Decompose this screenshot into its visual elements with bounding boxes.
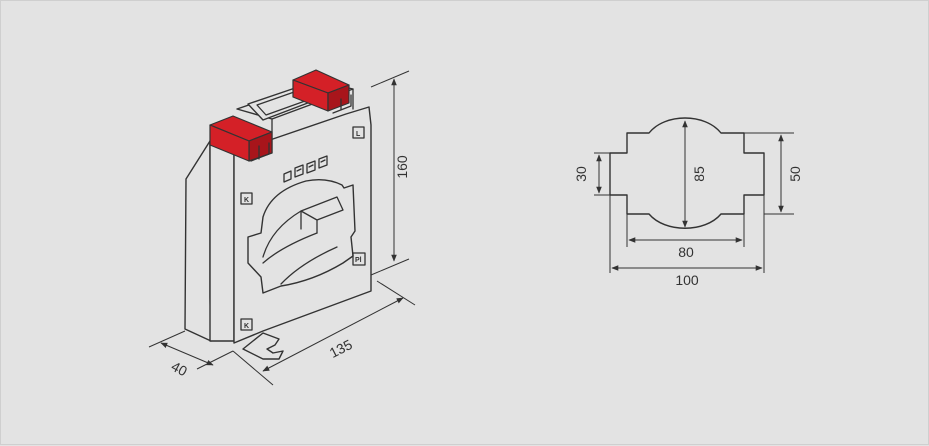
section-dimension-step-30: 30 <box>573 152 610 196</box>
opening-inner-curve <box>262 210 338 285</box>
marking-bottom-right-text: Pl <box>355 257 362 264</box>
transformer-middle-layer <box>209 140 235 342</box>
section-dimension-height-85: 85 <box>682 120 707 228</box>
dimension-depth-label: 40 <box>169 358 190 380</box>
dimension-width-label: 135 <box>327 336 355 361</box>
marking-bottom-left-text: K <box>244 323 249 330</box>
marking-left-text: K <box>244 197 249 204</box>
dimension-30-label: 30 <box>573 166 589 182</box>
iso-dimension-height: 160 <box>370 70 410 276</box>
section-dimension-step-50: 50 <box>744 132 803 215</box>
marking-top-right-text: L <box>356 131 361 138</box>
dimension-80-label: 80 <box>678 244 694 260</box>
brand-logo <box>283 155 328 183</box>
marking-bottom-left: K <box>240 318 253 331</box>
dimension-height-label: 160 <box>394 155 410 179</box>
marking-left: K <box>240 192 253 205</box>
opening-inner-step <box>300 196 344 234</box>
marking-bottom-right: Pl <box>352 252 366 266</box>
marking-top-right: L <box>352 126 365 139</box>
clip-left <box>250 142 270 162</box>
terminal-cap-right <box>292 69 350 112</box>
transformer-back-layer <box>184 140 212 342</box>
dimension-50-label: 50 <box>787 166 803 182</box>
section-dimension-width-80: 80 <box>626 214 745 260</box>
current-transformer-iso-view: L K K Pl <box>184 69 372 360</box>
opening-section-view <box>609 117 765 229</box>
terminal-cap-left <box>209 115 273 162</box>
dimension-85-label: 85 <box>691 166 707 182</box>
primary-opening <box>247 178 356 294</box>
opening-outline <box>609 117 765 229</box>
section-dimension-width-100: 100 <box>609 195 765 288</box>
dimension-100-label: 100 <box>675 272 699 288</box>
iso-dimension-depth: 40 <box>148 330 234 380</box>
clip-right <box>332 94 352 114</box>
